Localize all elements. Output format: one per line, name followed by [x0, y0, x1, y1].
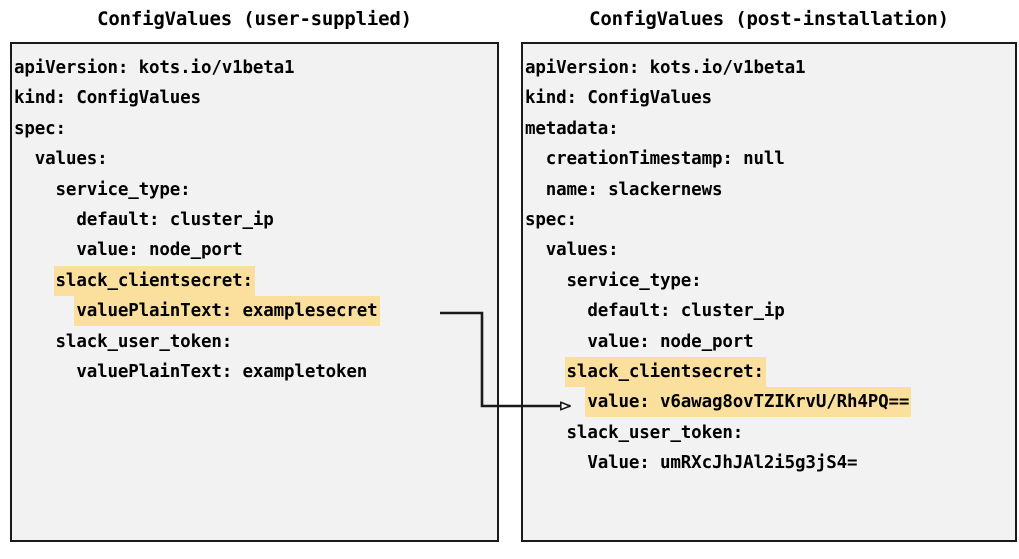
left-panel-line-indent: [12, 362, 74, 382]
right-panel-line-text: kind: ConfigValues: [525, 88, 712, 109]
right-panel-line: metadata:: [523, 114, 1015, 144]
left-panel-line-text: valuePlainText: exampletoken: [76, 361, 368, 382]
right-panel-box: apiVersion: kots.io/v1beta1 kind: ConfigV…: [521, 42, 1017, 542]
right-panel-line-text: slack_user_token:: [566, 422, 744, 443]
right-panel-line-indent: [523, 301, 585, 321]
right-panel-line: values:: [523, 235, 1015, 265]
right-panel-title: ConfigValues (post-installation): [589, 8, 949, 30]
right-panel-line-indent: [523, 271, 565, 291]
right-panel-line-text: service_type:: [566, 270, 702, 291]
right-panel-line-indent: [523, 332, 585, 352]
right-panel-line: value: v6awag8ovTZIKrvU/Rh4PQ==: [523, 387, 1015, 418]
right-panel-line: slack_clientsecret:: [523, 356, 1015, 387]
right-panel-line-indent: [523, 423, 565, 443]
right-panel-line-text: spec:: [525, 209, 577, 230]
right-panel-line: spec:: [523, 205, 1015, 235]
left-panel-line-indent: [12, 210, 74, 230]
right-panel-line-text: slack_clientsecret:: [564, 356, 766, 387]
right-panel-line: default: cluster_ip: [523, 296, 1015, 326]
left-panel-line-indent: [12, 240, 74, 260]
right-panel-line: apiVersion: kots.io/v1beta1: [523, 53, 1015, 83]
left-panel-line: service_type:: [12, 175, 497, 205]
right-panel-line-text: apiVersion: kots.io/v1beta1: [525, 58, 806, 78]
right-panel-line-indent: [523, 362, 565, 382]
left-panel-line: spec:: [12, 114, 497, 144]
left-panel-line-indent: [12, 149, 33, 169]
right-panel-code-block: apiVersion: kots.io/v1beta1 kind: ConfigV…: [523, 53, 1015, 478]
right-panel-line: service_type:: [523, 266, 1015, 296]
right-panel-line-text: value: node_port: [587, 331, 754, 352]
right-panel-line-indent: [523, 149, 544, 169]
right-panel-line-text: Value: umRXcJhJAl2i5g3jS4=: [587, 453, 858, 474]
left-panel-line: values:: [12, 144, 497, 174]
right-panel-line-indent: [523, 453, 585, 473]
right-panel-line: name: slackernews: [523, 175, 1015, 205]
right-panel: ConfigValues (post-installation) apiVers…: [521, 0, 1017, 542]
right-panel-line-text: value: v6awag8ovTZIKrvU/Rh4PQ==: [585, 387, 912, 418]
left-panel-line-text: default: cluster_ip: [76, 209, 274, 230]
left-panel-line: value: node_port: [12, 235, 497, 265]
right-panel-line-indent: [523, 240, 544, 260]
right-panel-line-text: default: cluster_ip: [587, 301, 785, 322]
left-panel-line: valuePlainText: exampletoken: [12, 357, 497, 387]
left-panel-line-text: spec:: [14, 118, 66, 139]
left-panel: ConfigValues (user-supplied) apiVersion:…: [10, 0, 499, 542]
right-panel-line: slack_user_token:: [523, 418, 1015, 448]
left-panel-line-text: valuePlainText: examplesecret: [74, 296, 380, 327]
left-panel-line-indent: [12, 271, 54, 291]
right-panel-line-text: metadata:: [525, 118, 619, 139]
left-panel-title: ConfigValues (user-supplied): [97, 8, 412, 30]
right-panel-line: Value: umRXcJhJAl2i5g3jS4=: [523, 448, 1015, 478]
left-panel-line-indent: [12, 332, 54, 352]
left-panel-line: slack_clientsecret:: [12, 265, 497, 296]
left-panel-line-text: apiVersion: kots.io/v1beta1: [14, 58, 295, 78]
left-panel-line: valuePlainText: examplesecret: [12, 296, 497, 327]
left-panel-line-text: slack_user_token:: [55, 331, 233, 352]
left-panel-line: slack_user_token:: [12, 327, 497, 357]
left-panel-line-indent: [12, 301, 74, 321]
left-panel-box: apiVersion: kots.io/v1beta1 kind: ConfigV…: [10, 42, 499, 542]
left-panel-line-indent: [12, 180, 54, 200]
right-panel-line-indent: [523, 180, 544, 200]
right-panel-line: value: node_port: [523, 327, 1015, 357]
left-panel-line: apiVersion: kots.io/v1beta1: [12, 53, 497, 83]
right-panel-line: kind: ConfigValues: [523, 83, 1015, 113]
right-panel-line: creationTimestamp: null: [523, 144, 1015, 174]
left-panel-line-text: slack_clientsecret:: [53, 265, 255, 296]
left-panel-line-text: values:: [34, 149, 108, 170]
left-panel-line-text: service_type:: [55, 179, 191, 200]
right-panel-line-indent: [523, 392, 585, 412]
left-panel-line-text: kind: ConfigValues: [14, 88, 201, 109]
right-panel-line-text: name: slackernews: [545, 179, 723, 200]
left-panel-line-text: value: node_port: [76, 240, 243, 261]
left-panel-line: kind: ConfigValues: [12, 83, 497, 113]
right-panel-line-text: creationTimestamp: null: [545, 149, 785, 170]
right-panel-line-text: values:: [545, 240, 619, 261]
left-panel-code-block: apiVersion: kots.io/v1beta1 kind: ConfigV…: [12, 53, 497, 387]
left-panel-line: default: cluster_ip: [12, 205, 497, 235]
